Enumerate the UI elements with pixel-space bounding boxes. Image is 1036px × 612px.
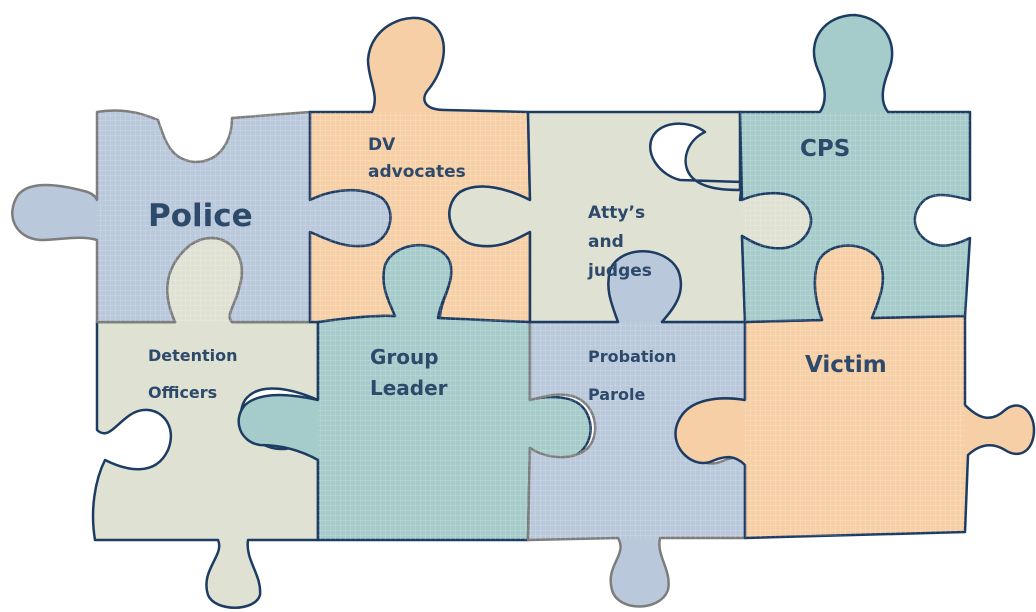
piece-victim bbox=[674, 244, 1036, 540]
label-probation-line1: Probation bbox=[588, 347, 676, 366]
piece-police bbox=[11, 109, 392, 324]
label-dv-line1: DV bbox=[368, 135, 396, 155]
piece-probation-parole bbox=[526, 250, 747, 608]
label-group-line1: Group bbox=[370, 345, 439, 369]
label-attys-line2: and bbox=[588, 232, 624, 252]
label-detention-line1: Detention bbox=[148, 346, 238, 365]
label-police: Police bbox=[148, 198, 253, 234]
label-group-line2: Leader bbox=[370, 376, 448, 400]
label-victim: Victim bbox=[805, 352, 887, 378]
label-attys-line3: judges bbox=[587, 261, 652, 281]
piece-group-leader bbox=[237, 243, 592, 542]
label-detention-line2: Officers bbox=[148, 383, 217, 402]
label-dv-line2: advocates bbox=[368, 162, 466, 182]
piece-cps bbox=[738, 13, 972, 324]
label-cps: CPS bbox=[800, 136, 850, 162]
label-attys-line1: Atty’s bbox=[588, 203, 645, 223]
label-probation-line2: Parole bbox=[588, 385, 645, 404]
